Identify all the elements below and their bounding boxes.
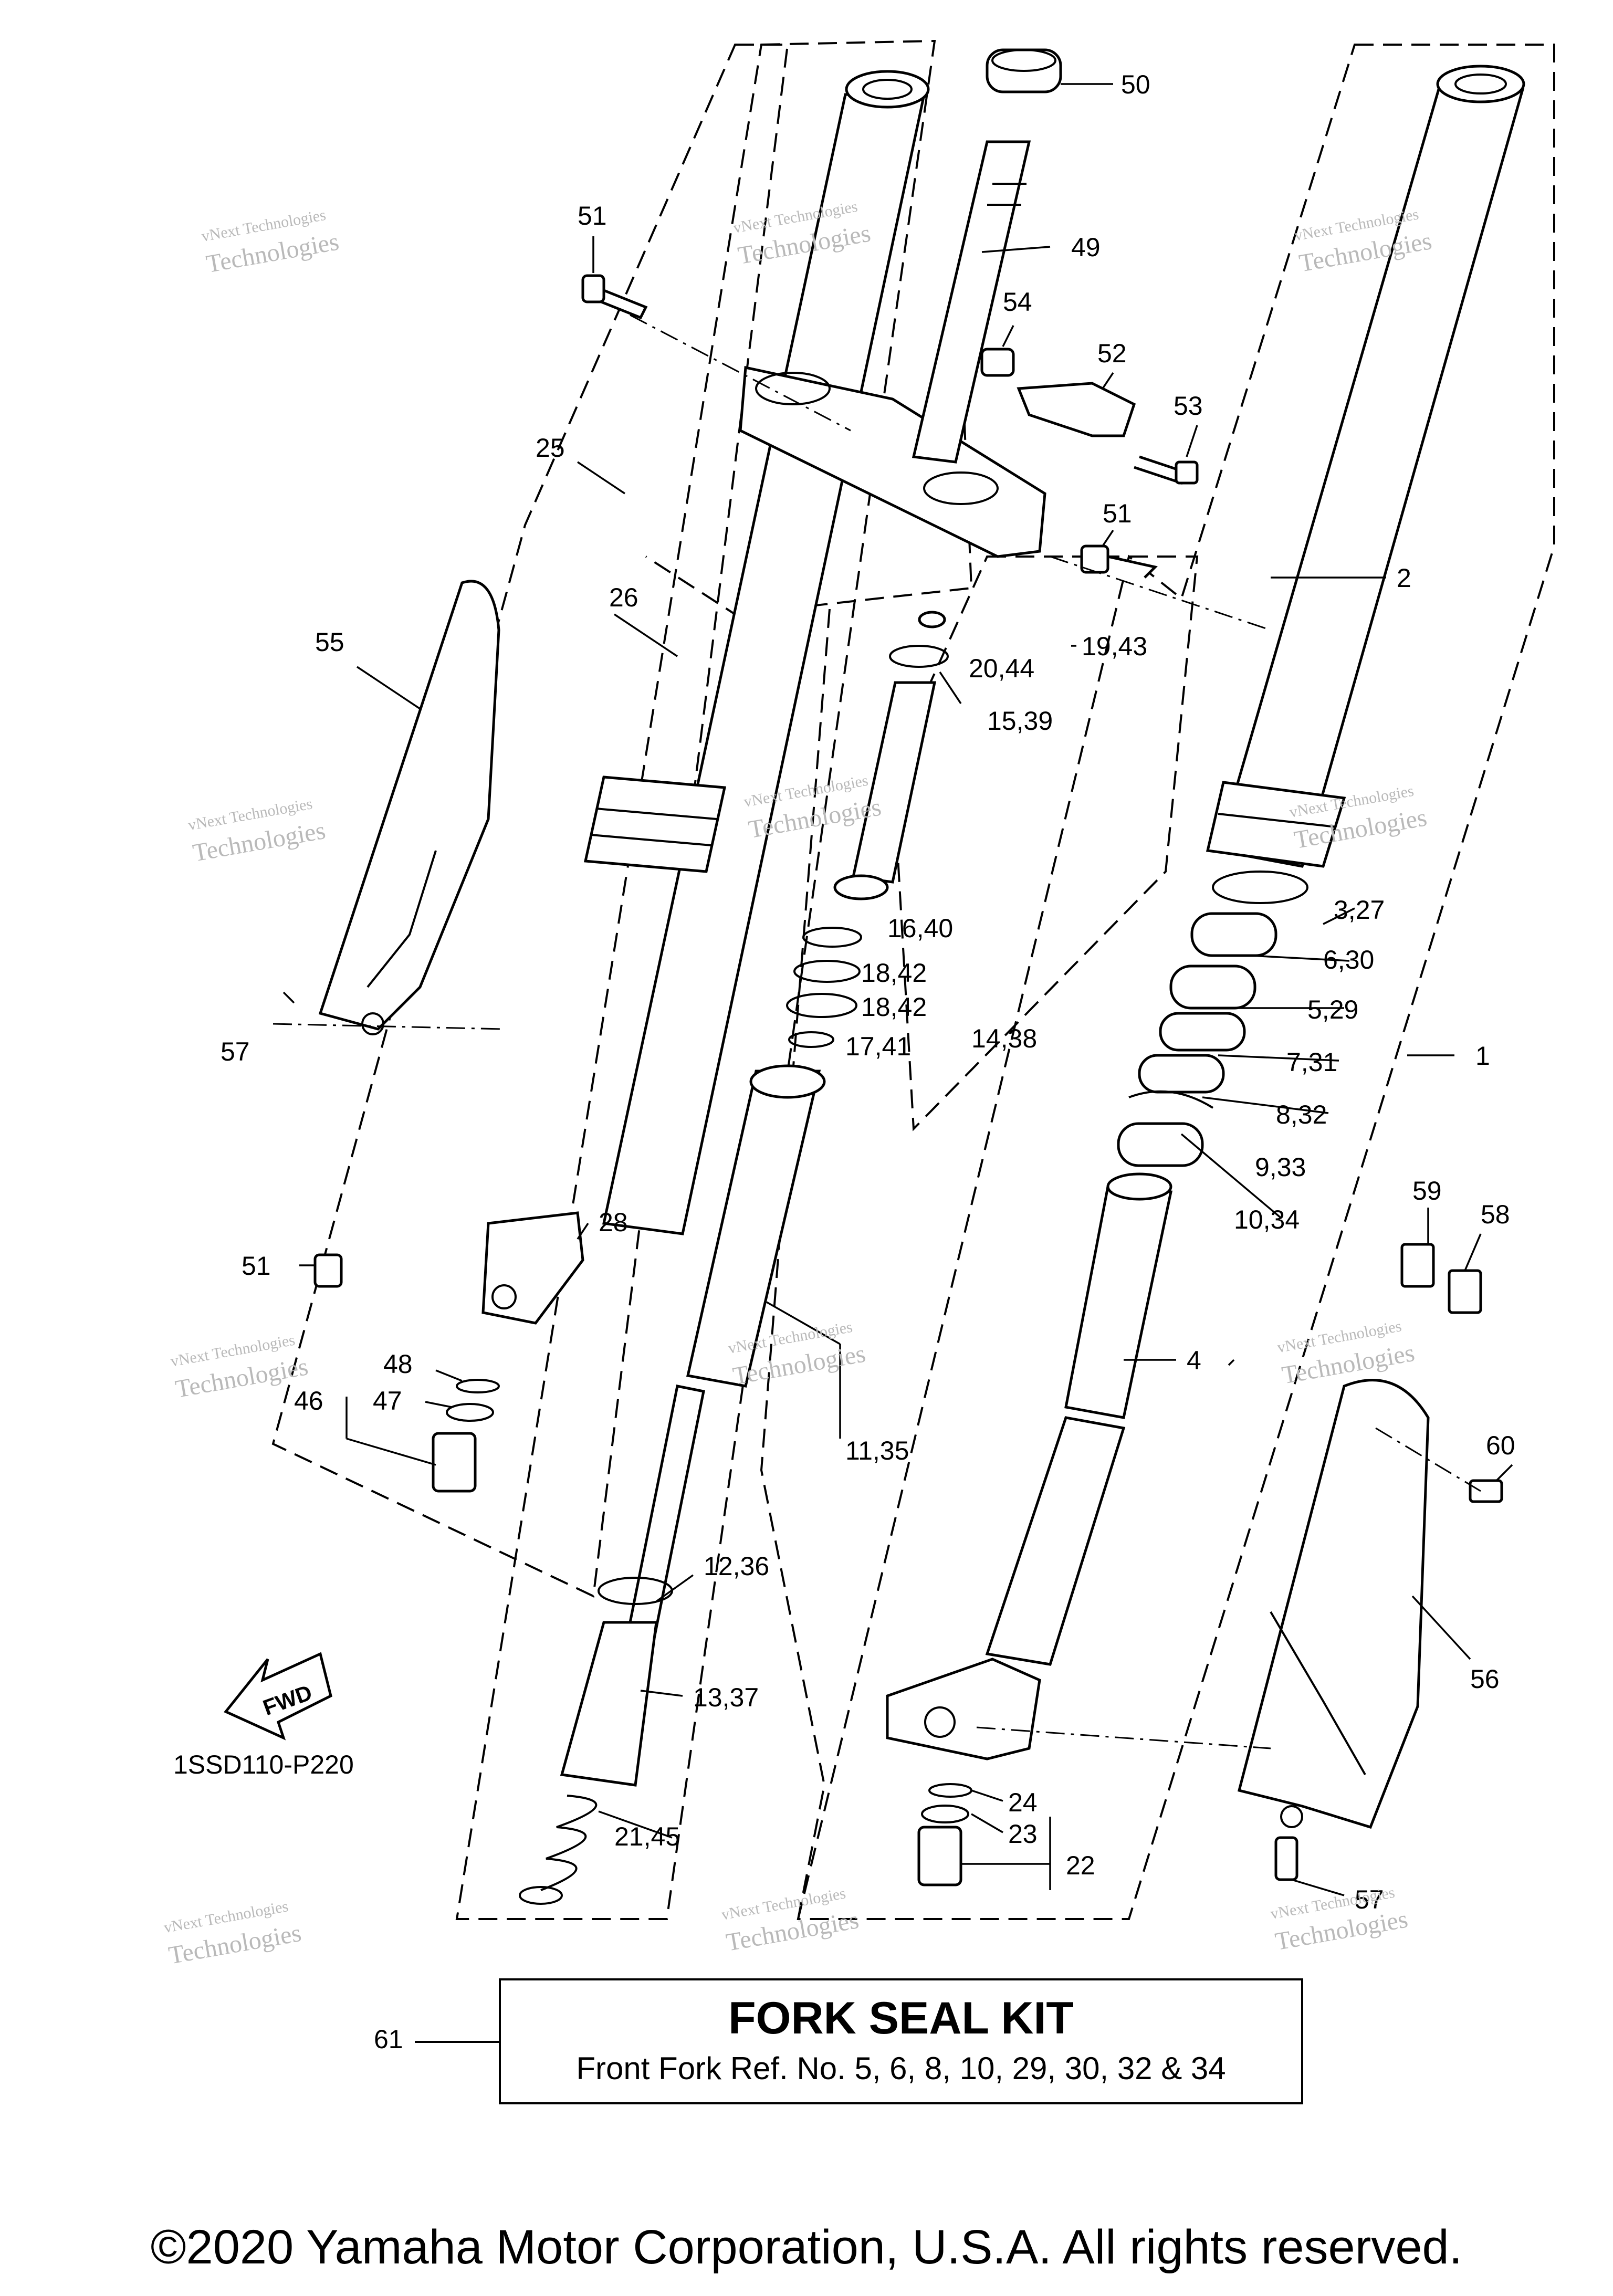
part-label: 25 xyxy=(536,433,565,463)
part-label: 59 xyxy=(1412,1176,1442,1205)
part-label: 14,38 xyxy=(971,1024,1037,1053)
part-label: 1 xyxy=(1475,1041,1490,1071)
part-label: 8,32 xyxy=(1276,1100,1327,1129)
part-label: 46 xyxy=(294,1386,323,1416)
part-label: 28 xyxy=(599,1208,628,1237)
part-label: 3,27 xyxy=(1334,895,1385,925)
bottom-bolts xyxy=(313,1253,972,1886)
bolts xyxy=(581,274,1199,579)
part-label: 20,44 xyxy=(969,654,1034,683)
center-lines xyxy=(273,314,1481,1749)
part-label: 57 xyxy=(221,1037,250,1066)
part-label: 57 xyxy=(1355,1885,1384,1914)
right-outer-tube xyxy=(1206,65,1525,868)
part-label: 18,42 xyxy=(861,992,927,1022)
part-label: 24 xyxy=(1008,1788,1038,1817)
fork-seal-kit-box: FORK SEAL KIT Front Fork Ref. No. 5, 6, … xyxy=(499,1978,1303,2104)
part-label: 48 xyxy=(383,1349,413,1379)
part-label: 51 xyxy=(242,1251,271,1281)
part-label: 56 xyxy=(1470,1664,1500,1694)
left-outer-tube xyxy=(481,70,930,1325)
left-fork-guard xyxy=(318,580,500,1035)
part-label: 51 xyxy=(1103,499,1132,528)
part-label: 55 xyxy=(315,627,344,657)
diagram-code: 1SSD110-P220 xyxy=(173,1750,354,1779)
part-label: 50 xyxy=(1121,70,1150,99)
damper-cartridge xyxy=(786,611,949,1048)
part-label: 19,43 xyxy=(1082,632,1147,661)
right-inner-tube xyxy=(886,1172,1173,1760)
part-label: 4 xyxy=(1187,1346,1201,1375)
part-label: 18,42 xyxy=(861,958,927,988)
part-label: 15,39 xyxy=(987,706,1053,736)
part-label: 22 xyxy=(1066,1851,1095,1880)
part-label: 7,31 xyxy=(1286,1047,1337,1077)
upper-triple-clamp xyxy=(739,140,1046,558)
part-label: 54 xyxy=(1003,287,1032,317)
part-label: 53 xyxy=(1174,391,1203,421)
kit-ref-number: 61 xyxy=(374,2025,403,2054)
part-label: 26 xyxy=(609,583,638,612)
kit-leader-line xyxy=(415,2041,499,2043)
kit-title: FORK SEAL KIT xyxy=(728,1993,1074,2043)
right-fork-guard xyxy=(1237,1243,1503,1881)
damper-rod-assembly xyxy=(519,1064,826,1905)
part-label: 12,36 xyxy=(704,1551,769,1581)
part-label: 17,41 xyxy=(845,1032,911,1061)
part-label: 13,37 xyxy=(693,1683,759,1712)
kit-subtitle: Front Fork Ref. No. 5, 6, 8, 10, 29, 30,… xyxy=(576,2051,1226,2086)
part-label: 51 xyxy=(578,201,607,230)
part-label: 49 xyxy=(1071,233,1101,262)
part-number-labels: 50 49 51 54 52 53 25 51 26 55 19,43 20,4… xyxy=(221,70,1515,1914)
part-label: 60 xyxy=(1486,1431,1515,1460)
part-cap xyxy=(986,48,1062,93)
part-label: 6,30 xyxy=(1323,945,1374,974)
part-label: 47 xyxy=(373,1386,402,1416)
part-label: 23 xyxy=(1008,1819,1038,1849)
part-label: 10,34 xyxy=(1234,1205,1300,1234)
part-bracket xyxy=(1017,382,1136,437)
copyright-notice: ©2020 Yamaha Motor Corporation, U.S.A. A… xyxy=(150,2220,1463,2274)
part-label: 58 xyxy=(1481,1200,1510,1229)
part-label: 52 xyxy=(1097,339,1127,368)
seal-stack xyxy=(1117,871,1308,1167)
part-label: 2 xyxy=(1397,563,1411,593)
part-label: 16,40 xyxy=(887,914,953,943)
fwd-arrow: FWD xyxy=(224,1652,332,1741)
part-label: 5,29 xyxy=(1307,995,1358,1024)
leader-lines xyxy=(282,83,1513,1896)
part-label: 21,45 xyxy=(614,1822,680,1851)
part-label: 9,33 xyxy=(1255,1152,1306,1182)
part-label: 11,35 xyxy=(845,1436,909,1465)
